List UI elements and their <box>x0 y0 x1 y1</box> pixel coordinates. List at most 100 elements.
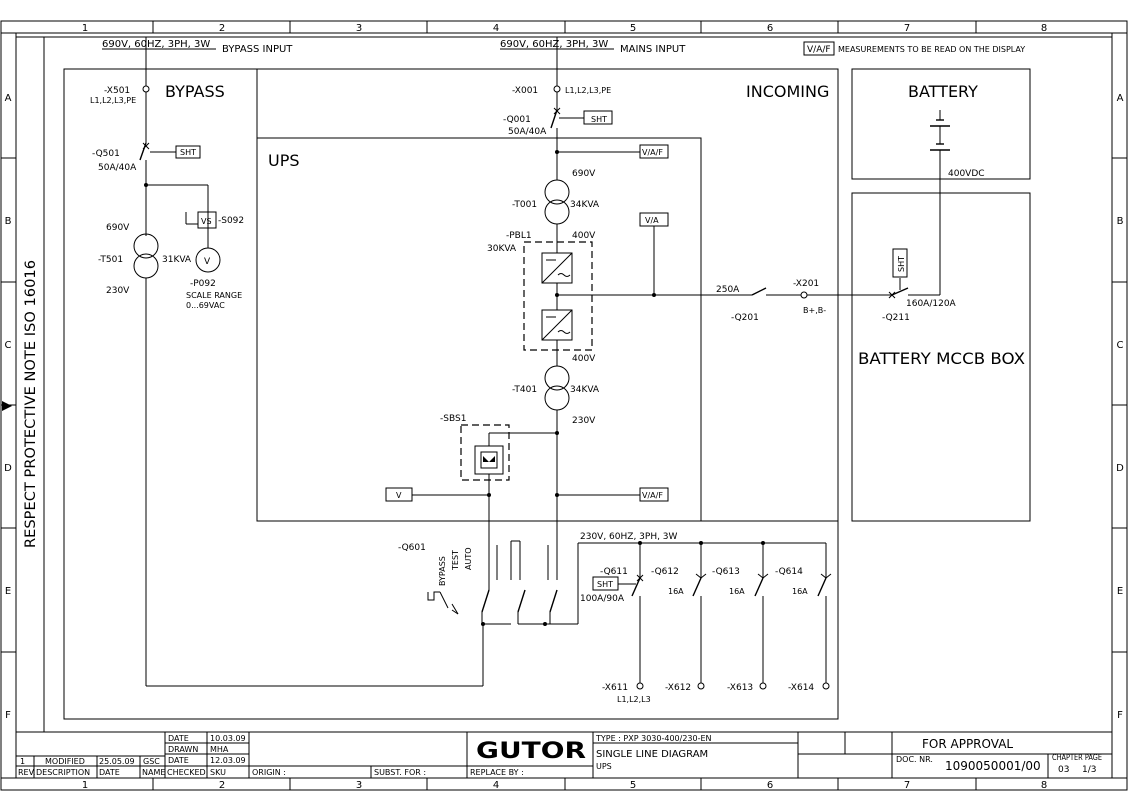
col-marker-4-bottom: 4 <box>493 780 499 791</box>
tb-page: 1/3 <box>1082 765 1096 775</box>
t001-kva: 34KVA <box>570 200 600 210</box>
t401-kva: 34KVA <box>570 385 600 395</box>
tb-col-rev: REV. <box>18 768 36 777</box>
q614-label: -Q614 <box>775 567 803 577</box>
tb-drawn-value: MHA <box>210 745 229 754</box>
q613-label: -Q613 <box>712 567 740 577</box>
t401-label: -T401 <box>512 385 537 395</box>
tb-date2-value: 12.03.09 <box>210 756 246 765</box>
t401-lv: 230V <box>572 416 596 426</box>
pbl1-power-block <box>523 241 593 351</box>
tb-rev-name: GSC <box>143 757 160 766</box>
q601-contact-2 <box>517 589 526 613</box>
t501-hv: 690V <box>106 223 130 233</box>
col-marker-2-bottom: 2 <box>219 780 225 791</box>
x201-terminal <box>800 291 808 299</box>
title-block <box>16 731 1112 778</box>
v-bypass-label: V <box>396 491 402 500</box>
x613-terminal <box>759 682 767 690</box>
q001-breaker-contact <box>550 109 558 129</box>
tb-drawing-title: SINGLE LINE DIAGRAM <box>596 749 708 760</box>
row-marker-d-right: D <box>1116 463 1124 474</box>
output-supply-text: 230V, 60HZ, 3PH, 3W <box>580 532 678 542</box>
x612-label: -X612 <box>665 683 691 693</box>
t501-transformer-primary <box>133 233 159 259</box>
col-marker-7-bottom: 7 <box>904 780 910 791</box>
p092-label: -P092 <box>190 279 216 289</box>
x201-terminals: B+,B- <box>803 306 826 315</box>
legend-vaf-symbol: V/A/F <box>807 45 831 55</box>
x614-label: -X614 <box>788 683 814 693</box>
scale-range-value: 0...69VAC <box>186 301 225 310</box>
pbl1-label: -PBL1 <box>506 231 532 241</box>
bypass-labels: -X501 L1,L2,L3,PE -Q501 50A/40A SHT 690V… <box>90 86 244 310</box>
q601-label: -Q601 <box>398 543 426 553</box>
va-label: V/A <box>645 216 659 225</box>
t501-label: -T501 <box>98 255 123 265</box>
x501-phases: L1,L2,L3,PE <box>90 96 136 105</box>
q211-rating: 160A/120A <box>906 299 957 309</box>
x611-phases: L1,L2,L3 <box>617 695 651 704</box>
battery-mccb-box-title: BATTERY MCCB BOX <box>858 349 1025 368</box>
q501-sht: SHT <box>180 148 196 157</box>
output-labels: 230V, 60HZ, 3PH, 3W -Q601 BYPASS TEST AU… <box>398 532 814 704</box>
tb-doc-number: 1090050001/00 <box>945 759 1041 773</box>
vaf-input-measure-box <box>639 144 669 159</box>
x611-terminal <box>636 682 644 690</box>
q501-breaker-contact <box>139 142 147 161</box>
inverter-voltage: 400V <box>572 354 596 364</box>
s092-label: -S092 <box>218 216 244 226</box>
tb-type-line: TYPE : PXP 3030-400/230-EN <box>595 734 712 743</box>
x001-label: -X001 <box>512 86 538 96</box>
q612-breaker-contact <box>692 577 702 597</box>
col-marker-1: 1 <box>82 23 88 34</box>
gutor-logo: GUTOR <box>476 739 586 764</box>
tb-col-sku: SKU <box>210 768 226 777</box>
tb-col-replace: REPLACE BY : <box>470 768 524 777</box>
q601-contact-1 <box>481 589 490 613</box>
output-distribution <box>427 540 832 690</box>
v-bypass-measure-box <box>385 487 413 502</box>
q211-sht: SHT <box>897 256 906 272</box>
tb-rev-no: 1 <box>20 757 25 766</box>
q611-breaker-contact <box>631 577 641 597</box>
battery-frame <box>851 68 1031 180</box>
tb-date-value: 10.03.09 <box>210 734 246 743</box>
drawing-frame <box>0 20 1128 791</box>
col-marker-7: 7 <box>904 23 910 34</box>
tb-chapter: 03 <box>1058 765 1069 775</box>
iso-protective-note: RESPECT PROTECTIVE NOTE ISO 16016 <box>23 260 39 548</box>
q601-contact-3 <box>549 589 558 613</box>
q001-rating: 50A/40A <box>508 127 547 137</box>
battery-section-title: BATTERY <box>908 82 978 101</box>
row-marker-c-right: C <box>1117 340 1124 351</box>
sbs1-static-switch-frame <box>460 424 510 481</box>
t401-transformer-primary <box>544 365 570 391</box>
voltmeter-symbol: V <box>204 257 211 267</box>
col-marker-2: 2 <box>219 23 225 34</box>
grid-markers: 1 2 3 4 5 6 7 8 1 2 3 4 5 6 7 8 A B C D … <box>4 23 1124 791</box>
t501-lv: 230V <box>106 286 130 296</box>
center-mark-arrow <box>2 401 12 411</box>
q614-breaker-contact <box>817 577 827 597</box>
row-marker-e-right: E <box>1117 586 1123 597</box>
tb-chapter-page-label: CHAPTER PAGE <box>1052 753 1102 762</box>
q611-rating: 100A/90A <box>580 594 625 604</box>
x612-terminal <box>697 682 705 690</box>
row-marker-b: B <box>5 216 12 227</box>
col-marker-5-bottom: 5 <box>630 780 636 791</box>
legend-text: MEASUREMENTS TO BE READ ON THE DISPLAY <box>838 45 1025 54</box>
q501-shunt-trip-box <box>175 145 201 159</box>
q601-pos-bypass: BYPASS <box>438 556 447 586</box>
bypass-supply-text: 690V, 60HZ, 3PH, 3W <box>102 39 210 50</box>
x001-phases: L1,L2,L3,PE <box>565 86 611 95</box>
t001-label: -T001 <box>512 200 537 210</box>
scale-range-label: SCALE RANGE <box>186 291 242 300</box>
t001-transformer-primary <box>544 179 570 205</box>
sbs1-label: -SBS1 <box>440 414 466 424</box>
mains-labels: -X001 L1,L2,L3,PE -Q001 50A/40A SHT V/A/… <box>396 86 663 500</box>
x613-label: -X613 <box>727 683 753 693</box>
col-marker-3-bottom: 3 <box>356 780 362 791</box>
row-marker-a-right: A <box>1117 93 1124 104</box>
va-dc-measure-box <box>639 212 669 227</box>
